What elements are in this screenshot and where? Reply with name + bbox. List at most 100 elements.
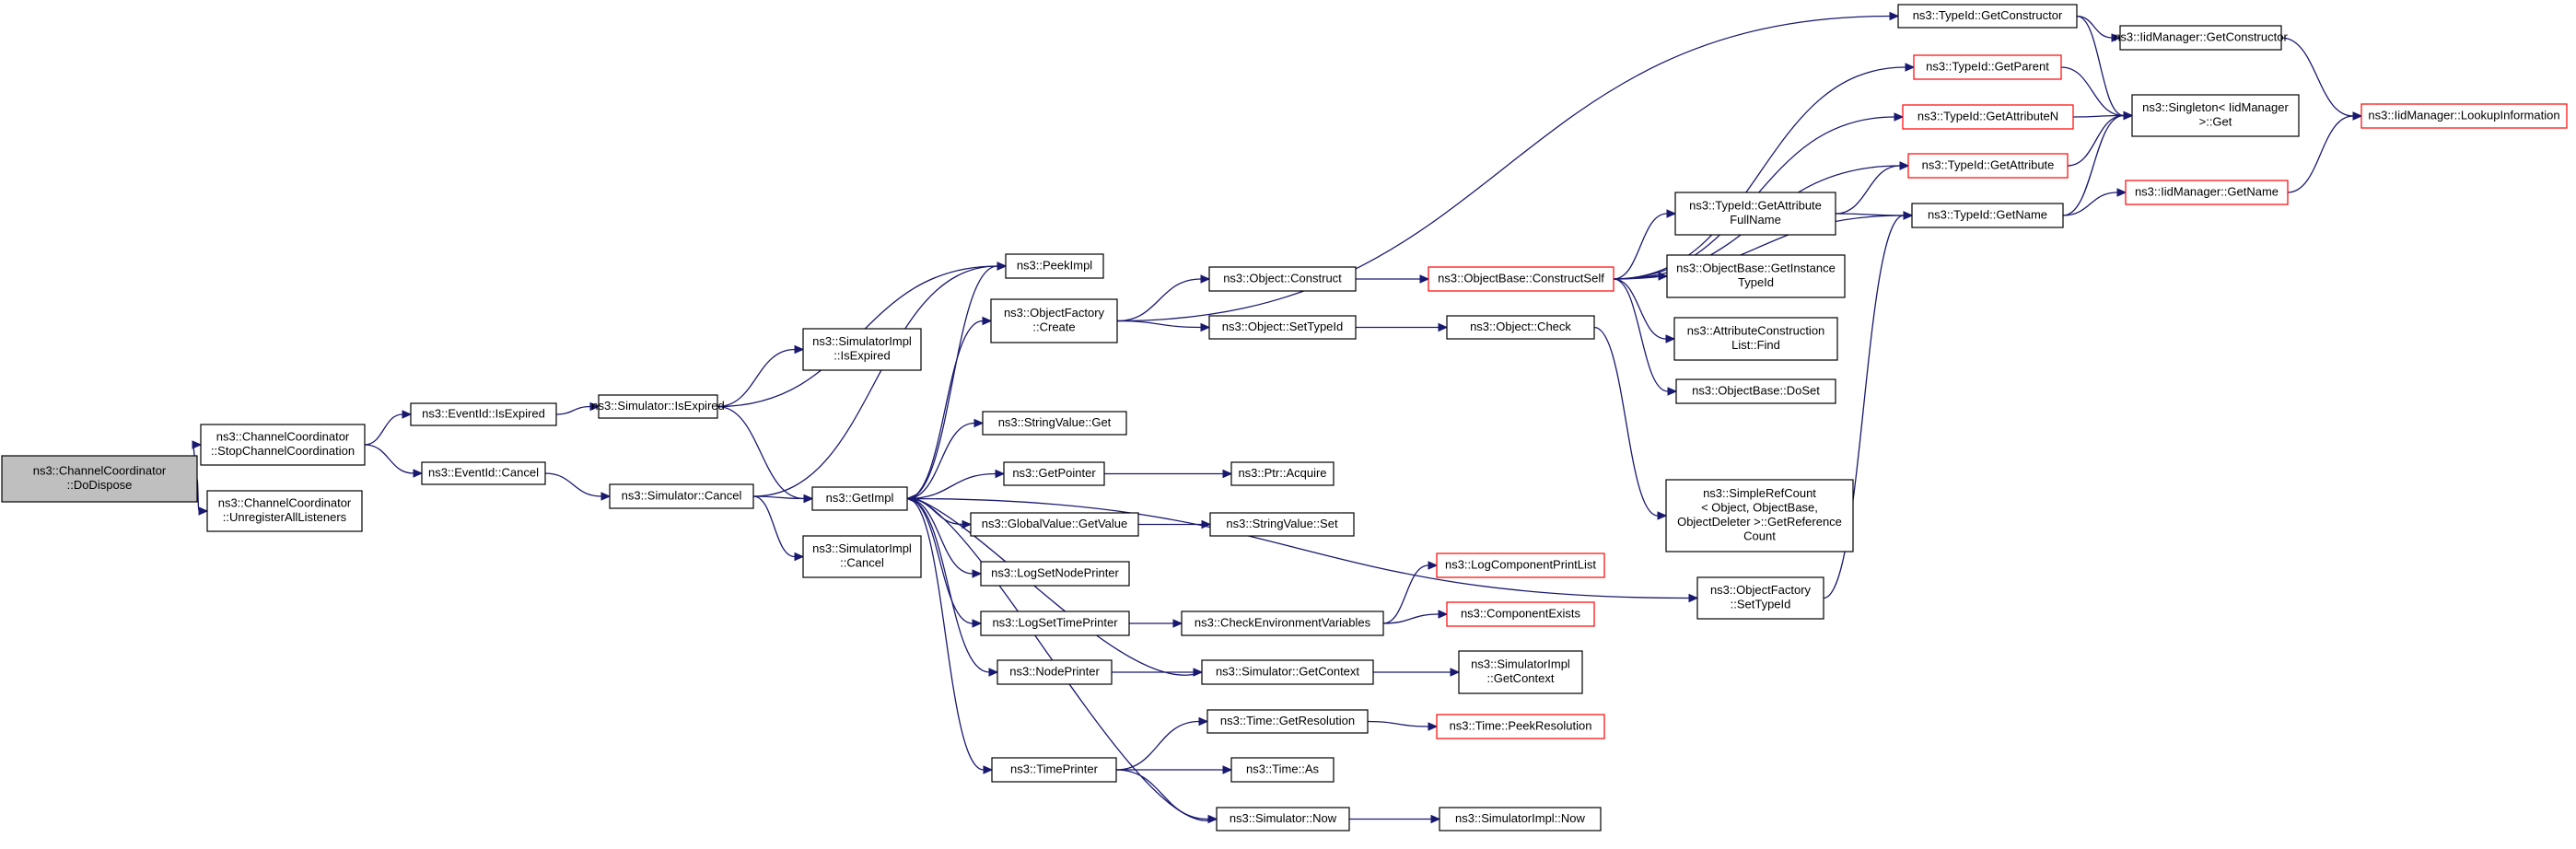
edge-n48-n49	[2287, 115, 2354, 193]
node-ns3-globalvalue-getvalue[interactable]: ns3::GlobalValue::GetValue	[970, 512, 1139, 537]
node-ns3-peekimpl[interactable]: ns3::PeekImpl	[1005, 253, 1104, 279]
node-ns3-objectfactory-create[interactable]: ns3::ObjectFactory::Create	[990, 298, 1118, 343]
node-box	[1, 455, 198, 503]
node-ns3-typeid-getattributen[interactable]: ns3::TypeId::GetAttributeN	[1902, 104, 2074, 130]
node-ns3-stringvalue-set[interactable]: ns3::StringValue::Set	[1209, 512, 1355, 537]
edge-arrowhead	[1200, 274, 1211, 284]
node-ns3-simulator-cancel[interactable]: ns3::Simulator::Cancel	[609, 483, 754, 509]
node-ns3-simulator-now[interactable]: ns3::Simulator::Now	[1216, 807, 1350, 832]
node-box	[598, 394, 718, 419]
node-label: ns3::EventId::Cancel	[428, 465, 539, 479]
node-label: ns3::StringValue::Get	[998, 415, 1112, 429]
node-ns3-simulatorimpl-now[interactable]: ns3::SimulatorImpl::Now	[1439, 807, 1602, 832]
node-ns3-simulatorimpl-cancel[interactable]: ns3::SimulatorImpl::Cancel	[802, 535, 922, 578]
edge-n1-n4	[364, 444, 414, 474]
node-ns3-simplerefcount-object-objectbase-objectdeleter-getreference-count[interactable]: ns3::SimpleRefCount< Object, ObjectBase,…	[1665, 479, 1854, 552]
node-ns3-timeprinter[interactable]: ns3::TimePrinter	[991, 757, 1117, 783]
node-ns3-eventid-cancel[interactable]: ns3::EventId::Cancel	[421, 461, 546, 485]
node-ns3-simulatorimpl-isexpired[interactable]: ns3::SimulatorImpl::IsExpired	[802, 328, 922, 371]
node-ns3-channelcoordinator-stopchannelcoordination[interactable]: ns3::ChannelCoordinator::StopChannelCoor…	[200, 424, 366, 466]
node-box	[1436, 714, 1605, 739]
node-ns3-singleton-iidmanager-get[interactable]: ns3::Singleton< IidManager >::Get	[2131, 94, 2300, 137]
node-ns3-simulatorimpl-getcontext[interactable]: ns3::SimulatorImpl::GetContext	[1458, 650, 1583, 694]
edge-n9-n10	[906, 265, 998, 500]
node-box	[1907, 153, 2069, 179]
node-ns3-channelcoordinator-dodispose[interactable]: ns3::ChannelCoordinator::DoDispose	[1, 455, 198, 503]
node-box	[980, 611, 1130, 636]
node-ns3-object-construct[interactable]: ns3::Object::Construct	[1208, 266, 1357, 292]
node-ns3-logsettimeprinter[interactable]: ns3::LogSetTimePrinter	[980, 611, 1130, 636]
node-ns3-checkenvironmentvariables[interactable]: ns3::CheckEnvironmentVariables	[1181, 611, 1384, 636]
edge-arrowhead	[794, 552, 805, 562]
node-ns3-time-peekresolution[interactable]: ns3::Time::PeekResolution	[1436, 714, 1605, 739]
node-ns3-componentexists[interactable]: ns3::ComponentExists	[1446, 601, 1595, 627]
edge-arrowhead	[402, 410, 413, 419]
node-ns3-object-check[interactable]: ns3::Object::Check	[1446, 315, 1595, 340]
edge-n9-n17	[906, 497, 990, 673]
node-ns3-objectfactory-settypeid[interactable]: ns3::ObjectFactory::SetTypeId	[1696, 576, 1824, 620]
node-ns3-eventid-isexpired[interactable]: ns3::EventId::IsExpired	[410, 402, 557, 426]
edge-arrowhead	[972, 569, 983, 578]
node-ns3-getimpl[interactable]: ns3::GetImpl	[811, 486, 908, 511]
node-box	[1005, 253, 1104, 279]
node-box	[982, 411, 1127, 436]
node-label: ::SetTypeId	[1731, 598, 1791, 611]
node-label: ns3::SimulatorImpl	[1471, 657, 1570, 671]
edge-arrowhead	[1894, 112, 1905, 122]
edge-arrowhead	[973, 418, 985, 428]
node-ns3-stringvalue-get[interactable]: ns3::StringValue::Get	[982, 411, 1127, 436]
edge-arrowhead	[983, 765, 994, 774]
node-ns3-time-getresolution[interactable]: ns3::Time::GetResolution	[1206, 709, 1369, 734]
node-label: < Object, ObjectBase,	[1701, 501, 1818, 515]
node-ns3-channelcoordinator-unregisteralllisteners[interactable]: ns3::ChannelCoordinator::UnregisterAllLi…	[206, 490, 363, 532]
edge-arrowhead	[803, 494, 814, 504]
node-ns3-ptr-acquire[interactable]: ns3::Ptr::Acquire	[1230, 461, 1335, 486]
node-box	[1216, 807, 1350, 832]
edge-arrowhead	[1450, 668, 1461, 677]
node-ns3-simulator-isexpired[interactable]: ns3::Simulator::IsExpired	[591, 394, 725, 419]
edge-n35-n45	[1835, 213, 1905, 216]
node-ns3-simulator-getcontext[interactable]: ns3::Simulator::GetContext	[1201, 659, 1374, 685]
node-ns3-iidmanager-getname[interactable]: ns3::IidManager::GetName	[2125, 180, 2289, 205]
node-ns3-iidmanager-getconstructor[interactable]: ns3::IidManager::GetConstructor	[2114, 25, 2288, 51]
node-box	[1201, 659, 1374, 685]
node-label: TypeId	[1738, 275, 1774, 289]
edge-arrowhead	[1688, 593, 1699, 603]
node-box	[200, 424, 366, 466]
node-ns3-typeid-getattribute[interactable]: ns3::TypeId::GetAttribute	[1907, 153, 2069, 179]
node-ns3-typeid-getparent[interactable]: ns3::TypeId::GetParent	[1913, 54, 2062, 80]
edge-n6-n8	[752, 495, 796, 558]
edge-n5-n9	[717, 405, 805, 500]
node-label: ns3::GetPointer	[1012, 466, 1096, 480]
node-label: ns3::AttributeConstruction	[1687, 324, 1825, 338]
node-box	[802, 328, 922, 371]
node-ns3-logcomponentprintlist[interactable]: ns3::LogComponentPrintList	[1436, 552, 1605, 578]
edge-arrowhead	[1666, 209, 1677, 218]
node-ns3-objectbase-doset[interactable]: ns3::ObjectBase::DoSet	[1675, 378, 1836, 404]
node-ns3-object-settypeid[interactable]: ns3::Object::SetTypeId	[1208, 315, 1357, 340]
node-box	[1675, 378, 1836, 404]
node-box	[1673, 317, 1838, 361]
node-ns3-time-as[interactable]: ns3::Time::As	[1230, 757, 1335, 783]
node-label: ns3::NodePrinter	[1009, 664, 1100, 678]
node-ns3-logsetnodeprinter[interactable]: ns3::LogSetNodePrinter	[980, 561, 1130, 587]
node-ns3-getpointer[interactable]: ns3::GetPointer	[1003, 461, 1105, 486]
edge-n44-n47	[2067, 114, 2125, 167]
node-label: ns3::LogSetNodePrinter	[991, 565, 1119, 579]
node-ns3-iidmanager-lookupinformation[interactable]: ns3::IidManager::LookupInformation	[2360, 103, 2568, 129]
node-ns3-typeid-getname[interactable]: ns3::TypeId::GetName	[1911, 203, 2064, 228]
node-label: ns3::StringValue::Set	[1226, 517, 1338, 530]
node-label: ::DoDispose	[67, 478, 133, 492]
edge-arrowhead	[995, 469, 1006, 479]
node-label: ns3::Object::SetTypeId	[1222, 320, 1344, 333]
node-ns3-typeid-getconstructor[interactable]: ns3::TypeId::GetConstructor	[1897, 4, 2078, 29]
node-ns3-objectbase-constructself[interactable]: ns3::ObjectBase::ConstructSelf	[1428, 266, 1614, 292]
node-label: ns3::TypeId::GetAttribute	[1922, 157, 2055, 171]
node-ns3-nodeprinter[interactable]: ns3::NodePrinter	[997, 659, 1113, 685]
node-label: ns3::GlobalValue::GetValue	[982, 517, 1128, 530]
node-box	[1897, 4, 2078, 29]
edge-arrowhead	[794, 344, 805, 355]
